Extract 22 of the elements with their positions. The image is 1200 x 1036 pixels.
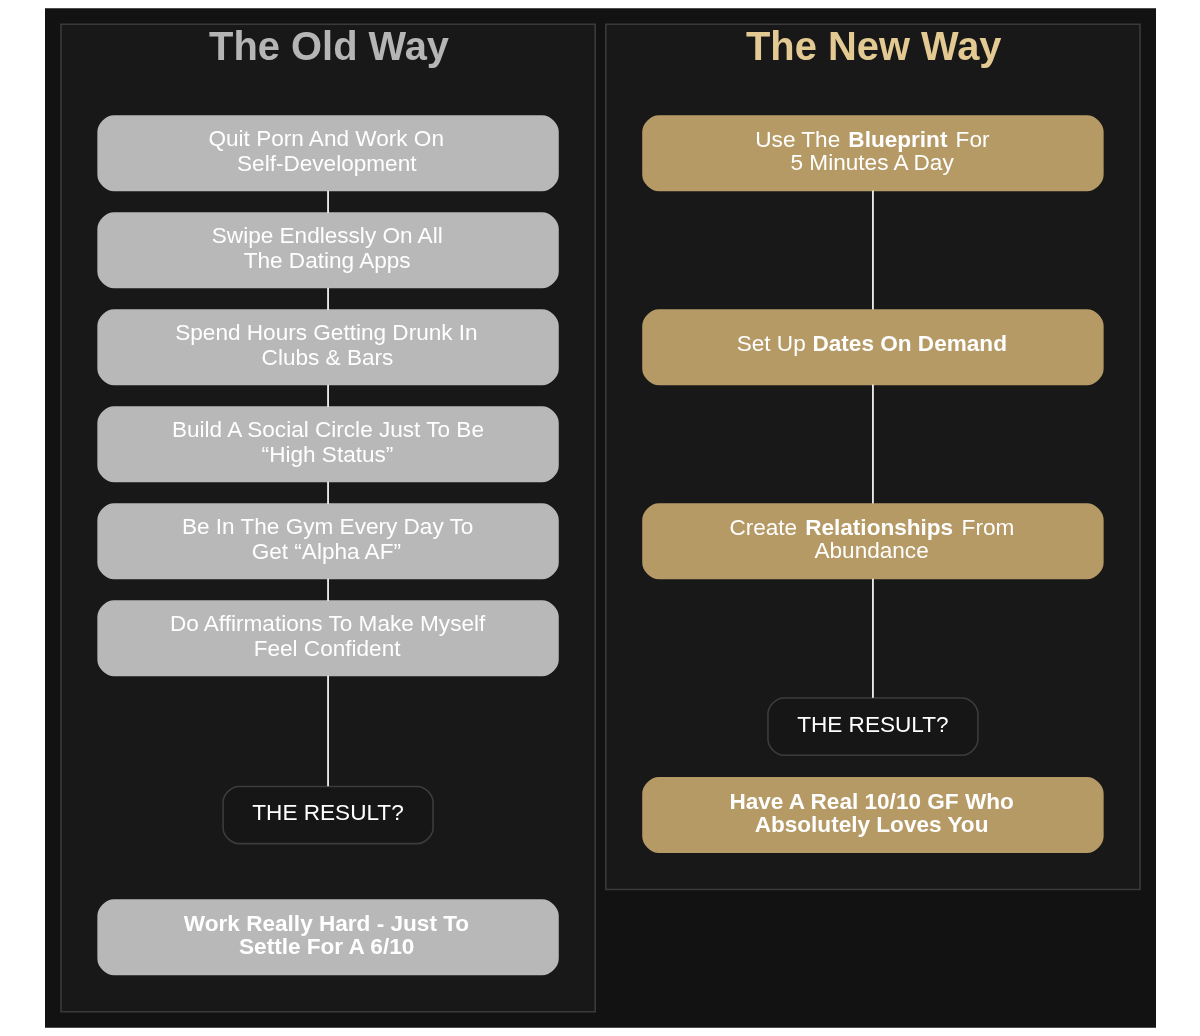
node-box: Quit Porn And Work On Self-Development xyxy=(96,115,559,192)
connector xyxy=(871,577,874,699)
node-box: Create Relationships From Abundance xyxy=(641,503,1104,580)
node-box: Set Up Dates On Demand xyxy=(641,309,1104,386)
node-box: THE RESULT? xyxy=(766,697,979,756)
connector xyxy=(326,383,329,408)
node-box: Be In The Gym Every Day To Get “Alpha AF” xyxy=(96,503,559,580)
connector xyxy=(326,674,329,788)
node-box: Work Really Hard - Just To Settle For A 6/10 xyxy=(96,899,559,976)
connector xyxy=(326,480,329,505)
node-box: THE RESULT? xyxy=(221,785,434,845)
node-box: Build A Social Circle Just To Be “High Status” xyxy=(96,406,559,483)
node-box: Do Affirmations To Make Myself Feel Confident xyxy=(96,600,559,677)
node-box: Have A Real 10/10 GF Who Absolutely Loves You xyxy=(641,777,1104,854)
node-box: Swipe Endlessly On All The Dating Apps xyxy=(96,212,559,289)
node-box: Spend Hours Getting Drunk In Clubs & Bars xyxy=(96,309,559,386)
connector xyxy=(326,577,329,602)
connector xyxy=(871,189,874,311)
connector xyxy=(326,189,329,214)
connector xyxy=(871,383,874,505)
node-box: Use The Blueprint For 5 Minutes A Day xyxy=(641,115,1104,192)
connector xyxy=(326,286,329,311)
